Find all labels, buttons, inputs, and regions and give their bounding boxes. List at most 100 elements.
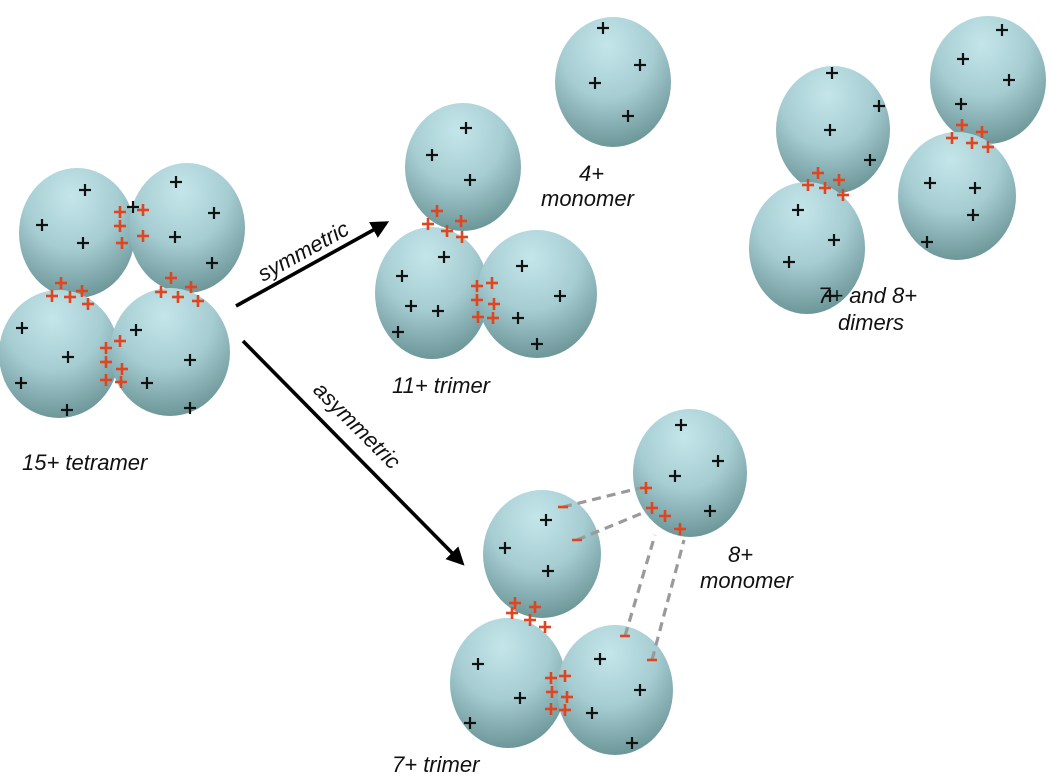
interface-charge <box>833 174 845 186</box>
interface-charge <box>486 277 498 289</box>
positive-charge <box>597 22 609 34</box>
trimer-11-label: 11+ trimer <box>392 373 492 398</box>
subunit-ellipse <box>19 168 135 298</box>
interaction-line <box>576 510 646 542</box>
positive-charge <box>955 98 967 110</box>
interface-charge <box>100 356 112 368</box>
positive-charge <box>16 322 28 334</box>
interface-charge <box>646 502 658 514</box>
tetramer-label: 15+ tetramer <box>22 450 149 475</box>
interface-charge <box>441 225 453 237</box>
positive-charge <box>464 717 476 729</box>
positive-charge <box>594 653 606 665</box>
interface-charge <box>471 280 483 292</box>
monomer-4-word-label: monomer <box>541 186 636 211</box>
subunit-ellipse <box>930 16 1046 144</box>
positive-charge <box>460 122 472 134</box>
interface-charge <box>559 704 571 716</box>
positive-charge <box>426 149 438 161</box>
interface-charge <box>192 295 204 307</box>
positive-charge <box>864 154 876 166</box>
interface-charge <box>55 277 67 289</box>
interface-charge <box>114 220 126 232</box>
positive-charge <box>512 312 524 324</box>
interface-charge <box>46 290 58 302</box>
positive-charge <box>542 565 554 577</box>
monomer-4-charge-label: 4+ <box>579 161 604 186</box>
subunit-ellipse <box>477 230 597 358</box>
positive-charge <box>873 100 885 112</box>
interface-charge <box>472 311 484 323</box>
interface-charge <box>506 607 518 619</box>
subunit-ellipse <box>450 618 566 748</box>
positive-charge <box>432 305 444 317</box>
positive-charge <box>472 658 484 670</box>
positive-charge <box>554 290 566 302</box>
subunit-ellipse <box>555 17 671 147</box>
positive-charge <box>826 67 838 79</box>
positive-charge <box>170 176 182 188</box>
positive-charge <box>622 110 634 122</box>
interaction-line <box>650 539 686 661</box>
positive-charge <box>169 231 181 243</box>
positive-charge <box>514 692 526 704</box>
interface-charge <box>155 286 167 298</box>
interface-charge <box>966 137 978 149</box>
interface-charge <box>431 205 443 217</box>
positive-charge <box>79 184 91 196</box>
interface-charge <box>487 312 499 324</box>
interface-charge <box>659 510 671 522</box>
positive-charge <box>438 251 450 263</box>
interface-charge <box>137 230 149 242</box>
interface-charge <box>539 621 551 633</box>
interaction-line <box>623 534 657 637</box>
monomer-8-charge-label: 8+ <box>728 542 753 567</box>
interaction-line <box>562 486 641 509</box>
positive-charge <box>540 514 552 526</box>
interaction-lines <box>562 486 686 661</box>
interface-charge <box>455 215 467 227</box>
interface-charge <box>185 281 197 293</box>
interface-charge <box>137 204 149 216</box>
subunit-ellipse <box>898 132 1016 260</box>
subunit-ellipse <box>375 227 489 359</box>
interface-charge <box>82 298 94 310</box>
interface-charge <box>559 670 571 682</box>
positive-charge <box>62 351 74 363</box>
subunit-ellipse <box>0 290 119 418</box>
interface-charge <box>545 672 557 684</box>
interface-charge <box>982 141 994 153</box>
trimer-7-label: 7+ trimer <box>392 752 481 777</box>
positive-charge <box>61 404 73 416</box>
positive-charge <box>15 377 27 389</box>
positive-charge <box>531 338 543 350</box>
interface-charge <box>674 523 686 535</box>
interface-charge <box>488 298 500 310</box>
interface-charge <box>524 614 536 626</box>
positive-charge <box>921 236 933 248</box>
interface-charge <box>529 601 541 613</box>
interface-charge <box>114 206 126 218</box>
subunit-ellipse <box>557 625 673 755</box>
interface-charge <box>802 179 814 191</box>
interface-charge <box>116 363 128 375</box>
positive-charge <box>824 290 836 302</box>
dimers-word-label: dimers <box>838 310 904 335</box>
positive-charge <box>675 419 687 431</box>
interface-charge <box>116 237 128 249</box>
positive-charge <box>634 59 646 71</box>
interface-charge <box>456 231 468 243</box>
positive-charge <box>783 256 795 268</box>
interface-charge <box>76 285 88 297</box>
subunit-layer <box>0 16 1046 755</box>
interface-charge <box>64 291 76 303</box>
positive-charge <box>184 402 196 414</box>
positive-charge <box>396 270 408 282</box>
positive-charge <box>208 207 220 219</box>
positive-charge <box>626 737 638 749</box>
positive-charge <box>464 174 476 186</box>
interface-charge <box>165 272 177 284</box>
positive-charge <box>206 257 218 269</box>
positive-charge <box>127 201 139 213</box>
